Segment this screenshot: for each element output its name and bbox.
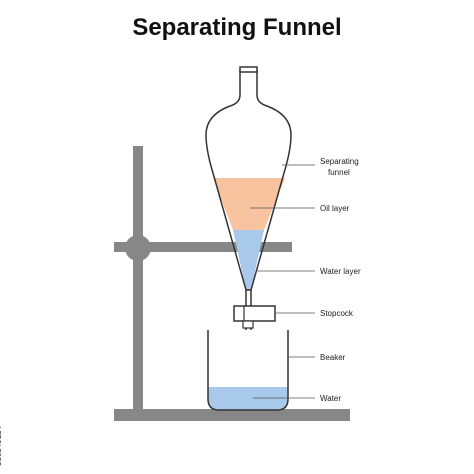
beaker-outline: [207, 330, 289, 411]
leader-lines: [250, 164, 315, 399]
separating-funnel: [205, 66, 292, 330]
beaker: [207, 330, 289, 411]
stand-rod: [133, 146, 143, 416]
stopcock-valve: [233, 305, 276, 329]
stand-base: [114, 409, 350, 421]
clamp-arm: [114, 242, 292, 252]
label-separating-funnel-2: funnel: [328, 168, 350, 177]
label-water-layer: Water layer: [320, 267, 361, 276]
beaker-water: [208, 387, 288, 410]
label-stopcock: Stopcock: [320, 309, 354, 318]
label-beaker: Beaker: [320, 353, 346, 362]
water-layer: [233, 230, 264, 290]
clamp-boss: [125, 235, 151, 261]
image-id-text: 536549124: [0, 425, 3, 466]
funnel-stopper: [239, 66, 258, 73]
label-oil-layer: Oil layer: [320, 204, 350, 213]
funnel-outline: [205, 70, 292, 291]
label-water: Water: [320, 394, 341, 403]
diagram-title: Separating Funnel: [132, 14, 342, 41]
label-separating-funnel-1: Separating: [320, 157, 359, 166]
retort-stand: [114, 146, 350, 421]
oil-layer: [213, 178, 285, 230]
